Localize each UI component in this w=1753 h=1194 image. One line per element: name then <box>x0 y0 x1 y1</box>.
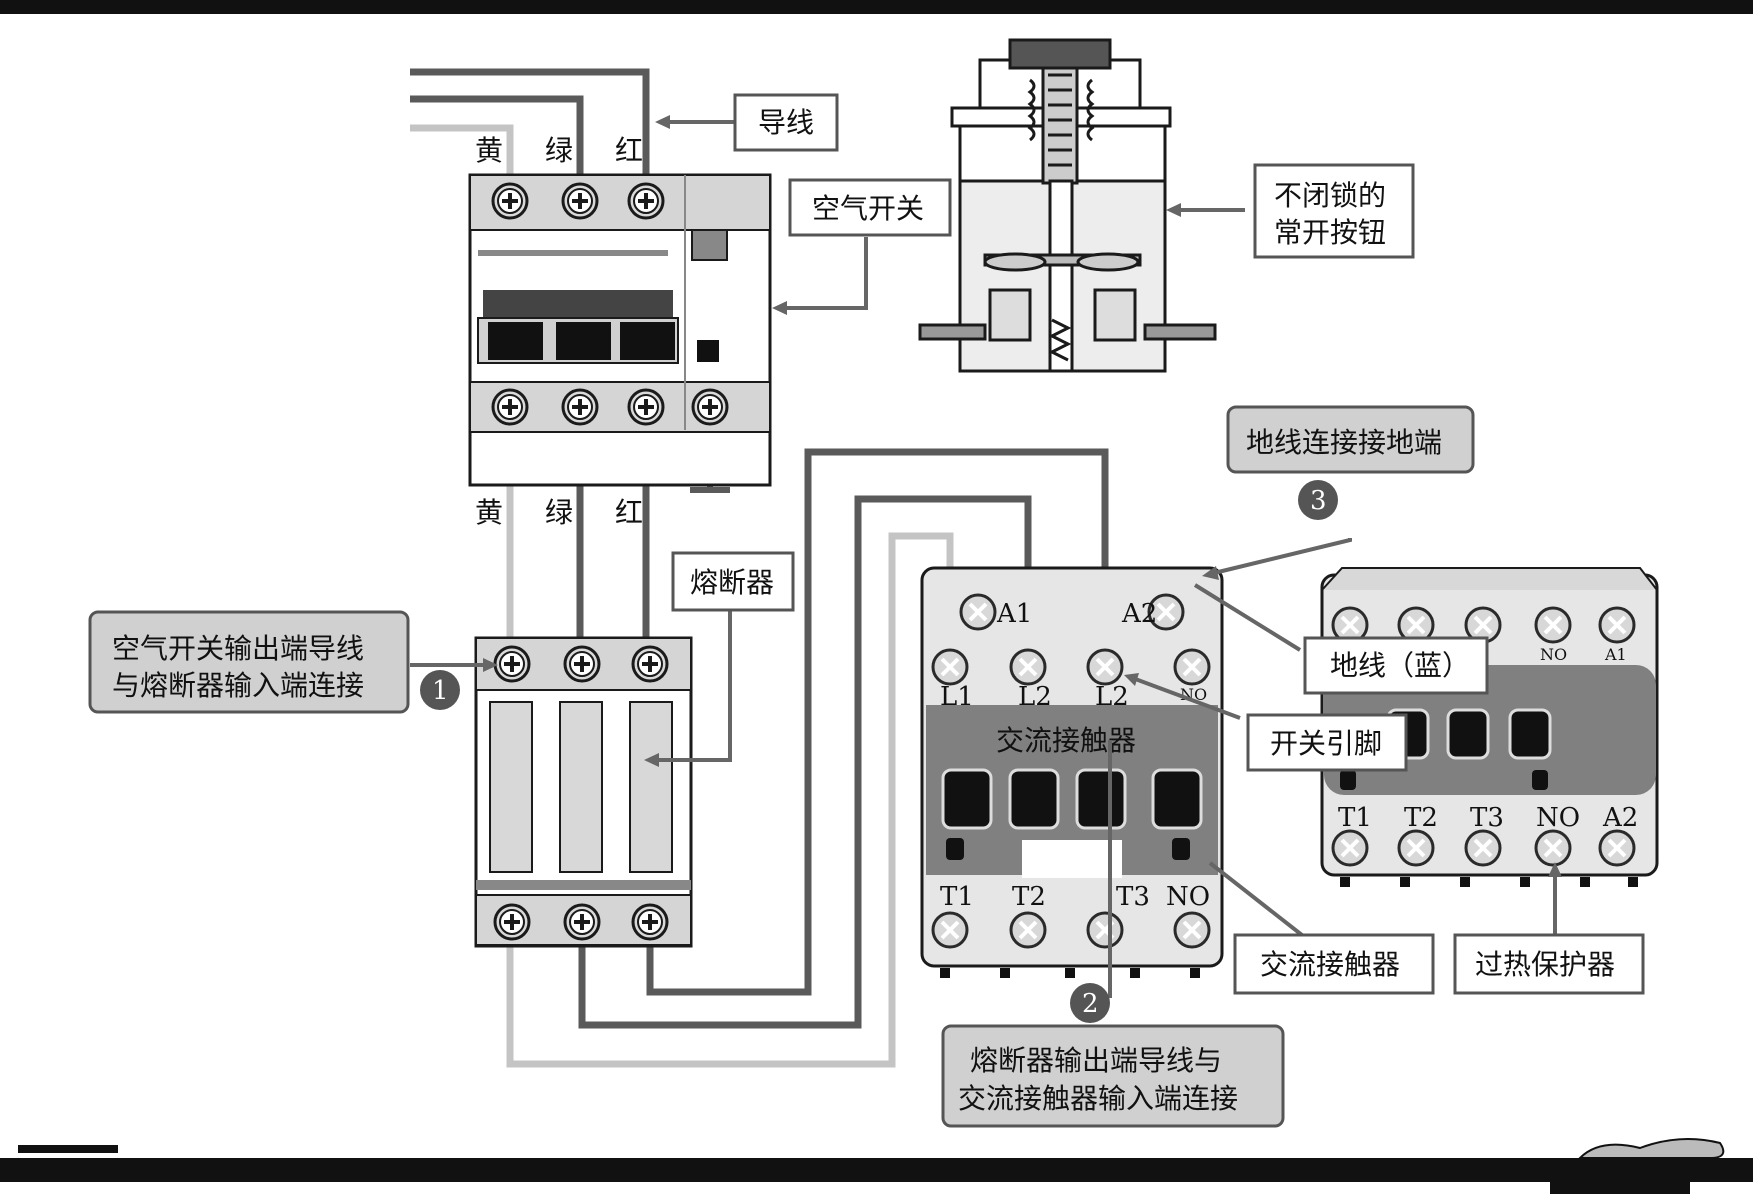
wire-color-top-2: 绿 <box>545 134 573 167</box>
step-badge-2-text: 2 <box>1082 989 1099 1019</box>
callout-step2-line2: 交流接触器输入端连接 <box>958 1082 1238 1115</box>
callout-ground-wire: 地线（蓝） <box>1303 636 1489 695</box>
step-badge-2: 2 <box>1070 983 1110 1023</box>
overload-terminal-no-top: NO <box>1540 645 1567 664</box>
overload-terminal-t1: T1 <box>1338 803 1372 833</box>
wire-color-top-1: 黄 <box>475 134 503 167</box>
callout-step1-line1: 空气开关输出端导线 <box>112 632 364 665</box>
corner-mark <box>1577 1138 1725 1159</box>
contactor-terminal-t2: T2 <box>1012 882 1046 912</box>
callout-wire: 导线 <box>733 93 839 152</box>
wire-color-bottom-2: 绿 <box>545 496 573 529</box>
wire-color-bottom-3: 红 <box>615 496 643 529</box>
callout-switch-pin: 开关引脚 <box>1246 713 1408 772</box>
contactor-terminal-no-out: NO <box>1166 882 1210 912</box>
callout-button-line1: 不闭锁的 <box>1274 179 1386 212</box>
contactor-terminal-t3: T3 <box>1116 882 1150 912</box>
step-badge-3: 3 <box>1298 480 1338 520</box>
callout-contactor-text: 交流接触器 <box>1260 948 1400 981</box>
contactor-terminal-t1: T1 <box>940 882 974 912</box>
overload-terminal-no: NO <box>1536 803 1580 833</box>
callout-fuse: 熔断器 <box>671 551 795 612</box>
overload-terminal-t2: T2 <box>1404 803 1438 833</box>
contactor-terminal-l2b: L2 <box>1095 682 1129 712</box>
leader-lines <box>410 120 1557 998</box>
overload-terminal-t3: T3 <box>1470 803 1504 833</box>
air-switch <box>468 173 772 487</box>
callout-overheat-text: 过热保护器 <box>1475 948 1615 981</box>
callout-air-switch-text: 空气开关 <box>812 192 924 225</box>
step-badge-3-text: 3 <box>1310 486 1327 516</box>
ac-contactor <box>920 566 1224 978</box>
overload-terminal-a2: A2 <box>1602 803 1638 833</box>
callout-button-line2: 常开按钮 <box>1274 216 1386 249</box>
fuse <box>474 636 693 948</box>
contactor-title: 交流接触器 <box>996 724 1136 757</box>
top-border <box>0 0 1753 14</box>
callout-step1-line2: 与熔断器输入端连接 <box>112 669 364 702</box>
callout-air-switch: 空气开关 <box>788 178 952 237</box>
callout-step2-line1: 熔断器输出端导线与 <box>970 1044 1222 1077</box>
callout-contactor: 交流接触器 <box>1233 933 1435 995</box>
callout-ground-wire-text: 地线（蓝） <box>1330 649 1470 682</box>
step-badge-1-text: 1 <box>432 676 449 706</box>
step-badge-1: 1 <box>420 670 460 710</box>
push-button-diagram <box>918 38 1217 373</box>
overload-terminal-a1: A1 <box>1604 645 1627 664</box>
callout-step2: 熔断器输出端导线与 交流接触器输入端连接 <box>941 1024 1285 1128</box>
callout-wire-text: 导线 <box>758 106 814 139</box>
callout-overheat: 过热保护器 <box>1453 933 1645 995</box>
wire-color-top-3: 红 <box>615 134 643 167</box>
callout-switch-pin-text: 开关引脚 <box>1270 727 1382 760</box>
callout-button: 不闭锁的 常开按钮 <box>1253 163 1415 259</box>
leader-arrowheads <box>483 115 1562 877</box>
contactor-terminal-a2: A2 <box>1121 599 1157 629</box>
contactor-terminal-l2a: L2 <box>1018 682 1052 712</box>
wire-color-bottom-1: 黄 <box>475 496 503 529</box>
callout-fuse-text: 熔断器 <box>690 566 774 599</box>
callout-step1: 空气开关输出端导线 与熔断器输入端连接 <box>88 610 410 714</box>
contactor-terminal-l1: L1 <box>940 682 974 712</box>
callout-ground-terminal: 地线连接接地端 <box>1226 405 1475 474</box>
bottom-border <box>0 1158 1753 1182</box>
callout-ground-terminal-text: 地线连接接地端 <box>1246 426 1442 459</box>
contactor-terminal-a1: A1 <box>996 599 1032 629</box>
